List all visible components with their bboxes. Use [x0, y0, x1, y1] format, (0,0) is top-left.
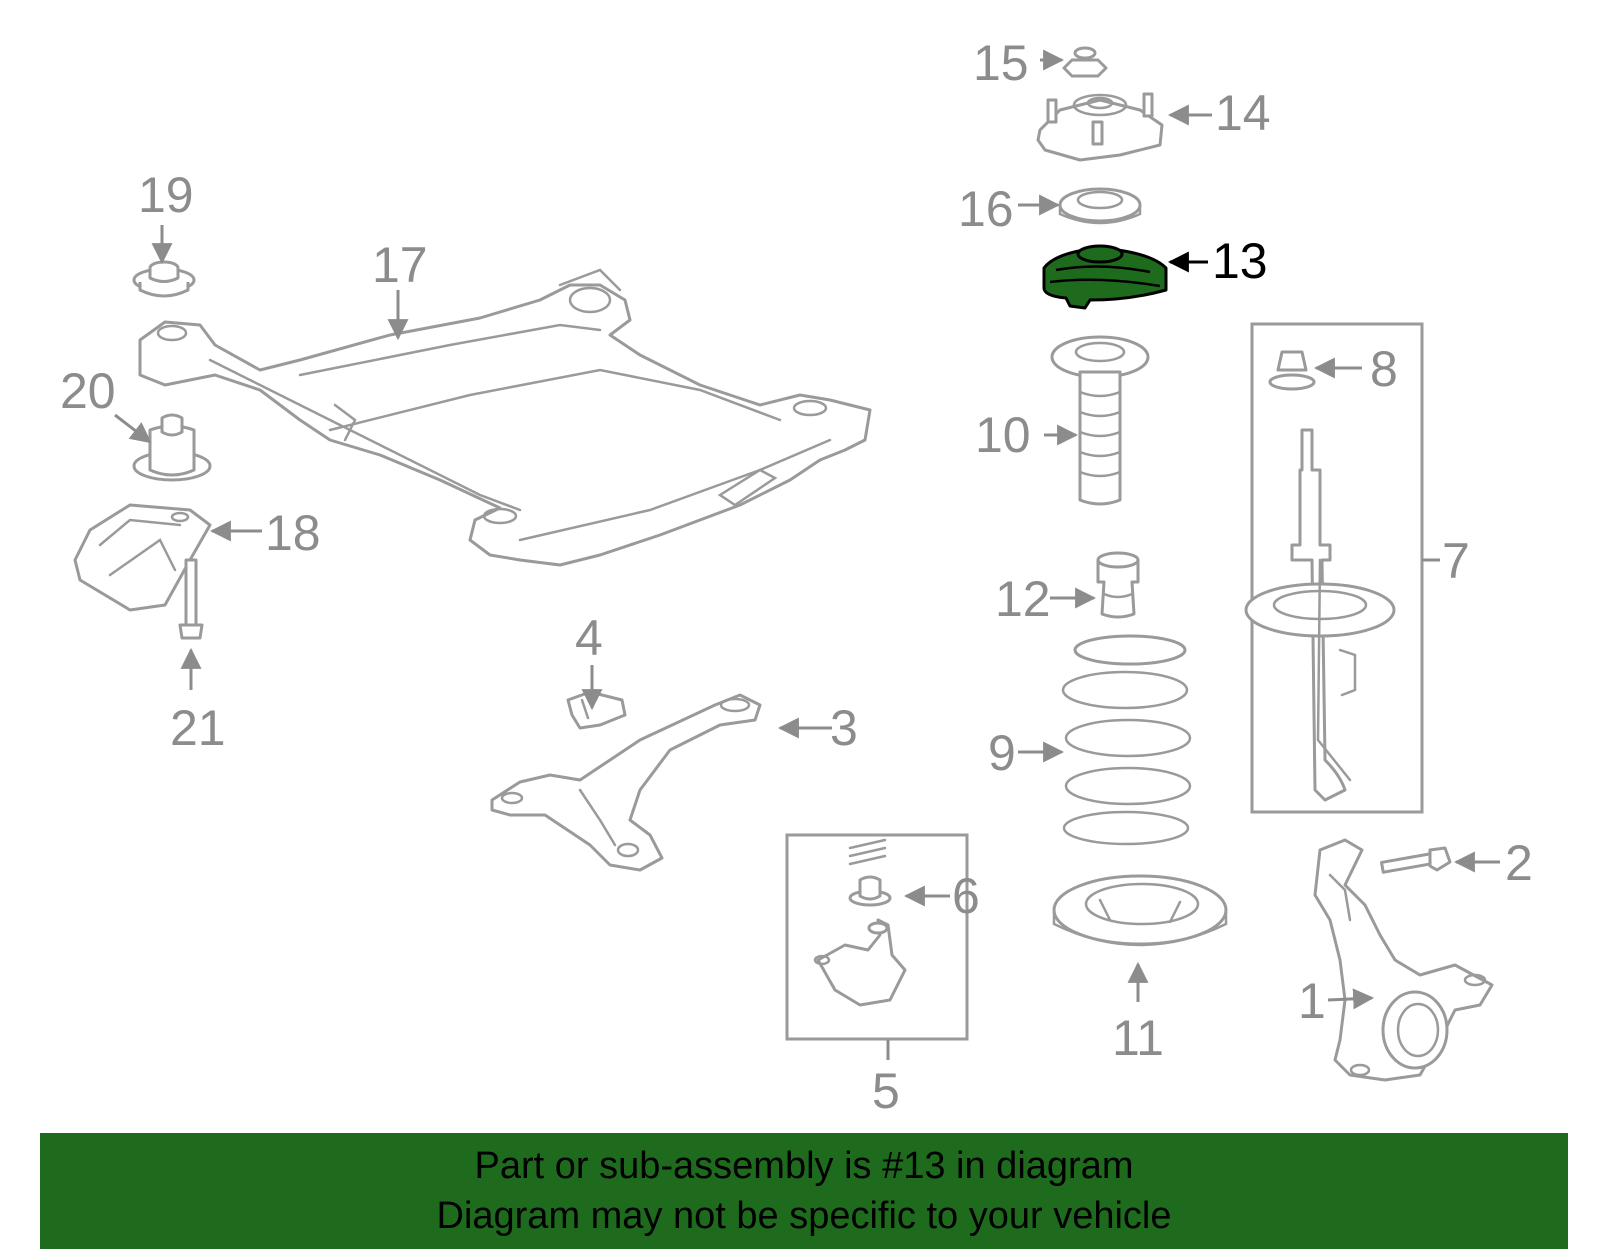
callout-19: 19 — [138, 167, 194, 223]
part-8-nut — [1276, 350, 1308, 372]
part-9-coil-spring — [1061, 634, 1192, 846]
callout-20: 20 — [60, 363, 116, 419]
callout-15: 15 — [973, 35, 1029, 91]
callout-21: 21 — [170, 700, 226, 756]
callout-1: 1 — [1298, 973, 1326, 1029]
callout-10: 10 — [975, 407, 1031, 463]
callout-7: 7 — [1442, 533, 1470, 589]
callout-11: 11 — [1112, 1010, 1164, 1066]
callout-9: 9 — [988, 725, 1016, 781]
part-12-bump-stop — [1096, 551, 1140, 619]
part-20-cushion — [132, 413, 212, 482]
part-21-bolt — [178, 558, 204, 640]
banner-line-2: Diagram may not be specific to your vehi… — [436, 1195, 1172, 1237]
callout-12: 12 — [995, 571, 1051, 627]
part-10-dust-boot — [1050, 335, 1150, 506]
callout-17: 17 — [372, 237, 428, 293]
part-11-lower-insulator — [1052, 874, 1228, 947]
callout-18: 18 — [265, 505, 321, 561]
info-banner: Part or sub-assembly is #13 in diagram D… — [40, 1133, 1568, 1249]
part-3-control-arm — [490, 693, 762, 872]
callout-13: 13 — [1212, 233, 1268, 289]
leader-lines — [114, 49, 1500, 1060]
callout-16: 16 — [958, 181, 1014, 237]
part-7-strut-box — [1244, 322, 1424, 814]
callout-3: 3 — [830, 700, 858, 756]
part-4-bushing — [566, 690, 627, 730]
callout-14: 14 — [1215, 85, 1271, 141]
part-17-subframe — [138, 268, 872, 567]
callout-8: 8 — [1370, 341, 1398, 397]
part-13-insulator-highlighted — [1042, 244, 1168, 310]
part-19-cushion — [132, 260, 196, 298]
callout-2: 2 — [1505, 835, 1533, 891]
callout-labels: 15 14 16 13 8 10 7 12 9 2 6 1 11 5 3 4 1… — [60, 35, 1533, 1119]
callout-4: 4 — [575, 610, 603, 666]
callout-6: 6 — [952, 868, 980, 924]
part-14-strut-mount — [1036, 92, 1164, 162]
banner-line-1: Part or sub-assembly is #13 in diagram — [474, 1145, 1134, 1187]
part-2-bolt — [1380, 846, 1452, 874]
part-15-nut — [1062, 46, 1108, 78]
part-16-bearing — [1058, 187, 1142, 225]
part-1-knuckle — [1313, 838, 1494, 1082]
part-18-bracket — [73, 503, 212, 612]
callout-5: 5 — [872, 1063, 900, 1119]
part-5-ball-joint-box — [785, 833, 969, 1041]
